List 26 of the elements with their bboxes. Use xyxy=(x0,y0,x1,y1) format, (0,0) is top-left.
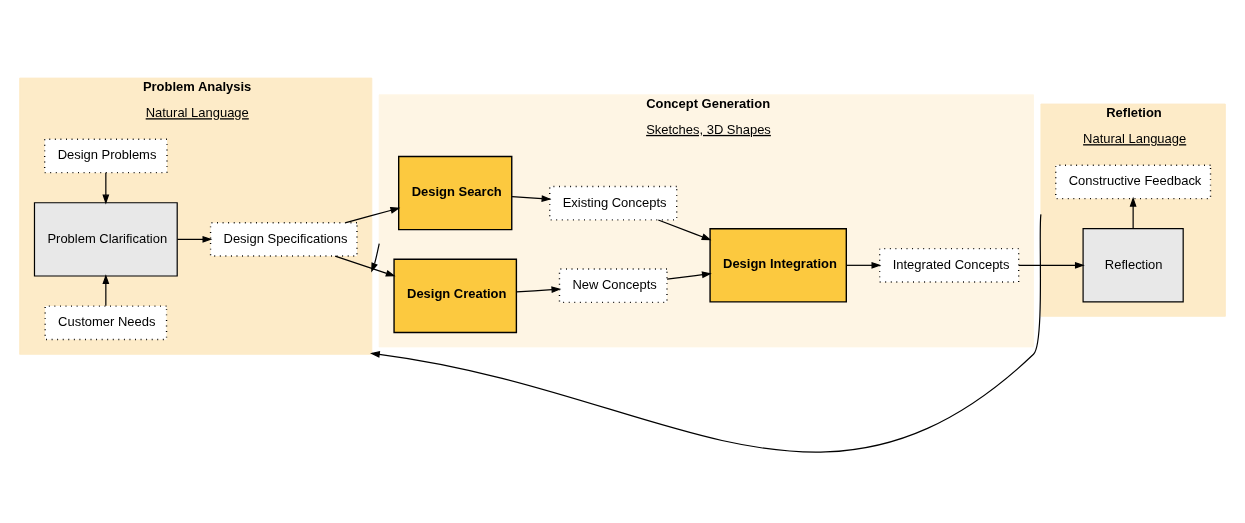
arrow xyxy=(515,286,562,294)
arrow xyxy=(371,243,380,273)
arrow xyxy=(1129,196,1137,230)
node-box: Integrated Concepts xyxy=(878,247,1020,283)
arrow xyxy=(511,195,552,203)
node-box: Design Specifications xyxy=(209,222,358,257)
node-box: Design Search xyxy=(398,155,513,231)
node-box: Reflection xyxy=(1082,228,1184,303)
node-box: Design Integration xyxy=(709,228,847,303)
node-box: Constructive Feedback xyxy=(1055,164,1212,200)
arrow xyxy=(657,219,712,241)
arrow xyxy=(845,261,882,269)
arrow xyxy=(345,207,401,224)
node-box: Problem Clarification xyxy=(33,202,178,277)
node-box: Customer Needs xyxy=(44,305,168,341)
arrow xyxy=(102,274,110,307)
arrow xyxy=(102,172,110,205)
node-box: New Concepts xyxy=(558,268,668,304)
arrow xyxy=(334,255,396,277)
arrow xyxy=(666,271,712,280)
arrow xyxy=(370,213,1042,453)
node-box: Existing Concepts xyxy=(549,185,678,221)
arrow xyxy=(176,235,213,243)
node-box: Design Creation xyxy=(393,258,518,334)
arrow xyxy=(1018,261,1085,269)
node-box: Design Problems xyxy=(44,138,168,174)
